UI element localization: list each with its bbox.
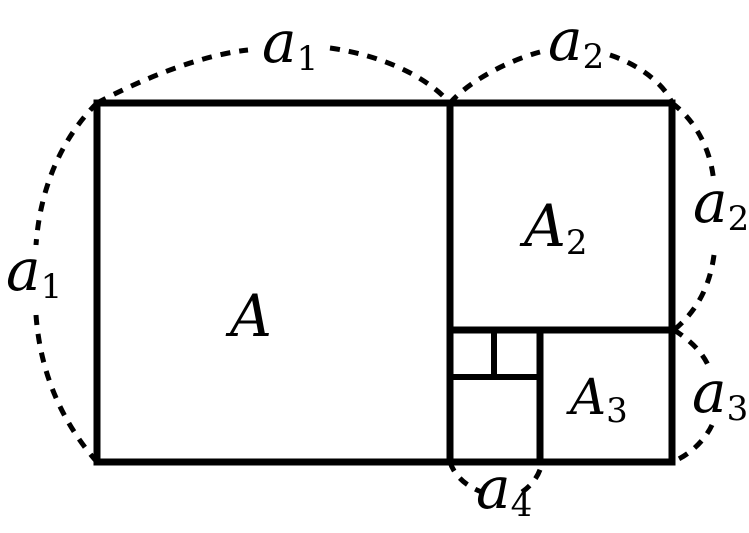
label-a1-left: a1: [6, 236, 62, 307]
arc-a4-bottom: [447, 461, 545, 495]
labels: a1 a2 a1 a2 a3 a4 A A2 A3: [6, 6, 749, 525]
arc-a1-top-right: [329, 45, 452, 105]
dimension-arcs: [33, 45, 717, 495]
arc-a2-right-top: [670, 100, 717, 186]
arc-a2-right-bottom: [672, 254, 717, 332]
region-label-A3: A3: [566, 368, 628, 431]
arc-a3-right-top: [672, 327, 711, 367]
arc-a1-left-top: [33, 101, 99, 246]
arc-a2-top-left: [448, 49, 541, 105]
rectangles: [93, 99, 676, 466]
label-a1-top: a1: [262, 8, 318, 79]
arc-a1-top: [95, 47, 249, 106]
label-a3-right: a3: [692, 358, 748, 429]
arc-a2-top-right: [609, 52, 675, 105]
arc-a1-left-bottom: [33, 314, 99, 464]
label-a2-right: a2: [693, 168, 749, 239]
label-a2-top: a2: [548, 6, 604, 77]
region-label-A2: A2: [519, 192, 588, 263]
label-a4-bottom: a4: [476, 454, 532, 525]
arc-a3-right-bottom: [671, 423, 715, 465]
outer-rectangle: [93, 99, 676, 466]
region-label-A: A: [225, 282, 272, 350]
